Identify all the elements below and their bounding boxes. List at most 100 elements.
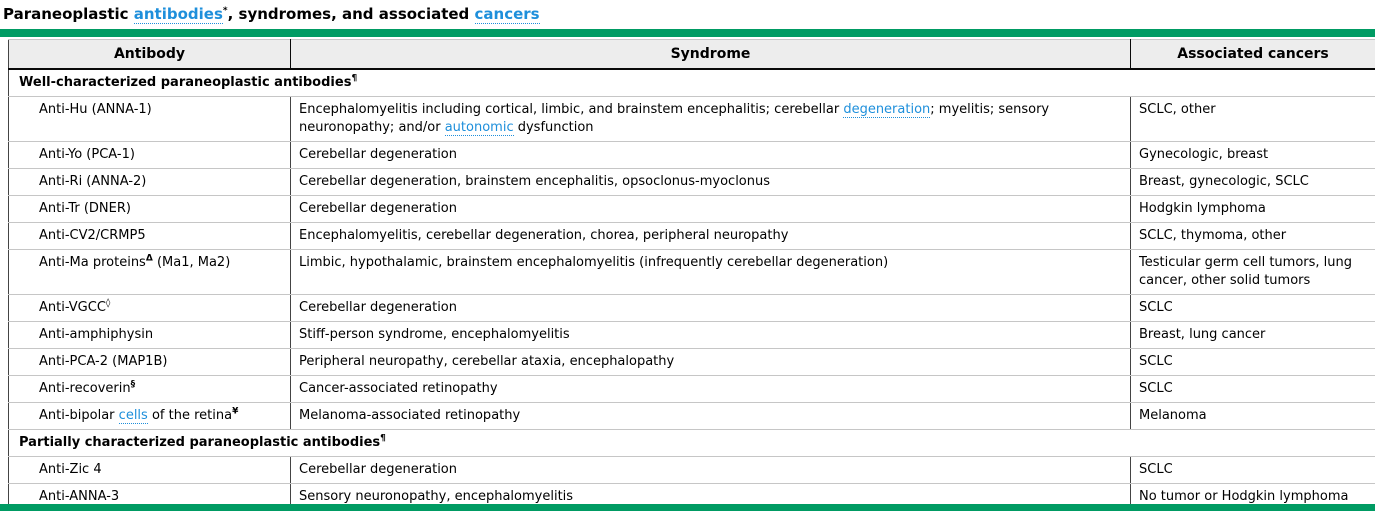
text-segment: Anti-recoverin	[39, 381, 131, 396]
text-segment: Anti-Ri (ANNA-2)	[39, 174, 147, 189]
table-row: Anti-Ma proteinsΔ (Ma1, Ma2) Limbic, hypo…	[8, 249, 1375, 295]
syndrome-cell: Cerebellar degeneration	[290, 294, 1131, 322]
superscript-footnote-marker: ¥	[232, 406, 239, 417]
superscript-footnote-marker: ¶	[380, 433, 386, 444]
column-header-syndrome: Syndrome	[290, 39, 1131, 70]
column-header-associated-cancers: Associated cancers	[1130, 39, 1375, 70]
text-segment: Anti-ANNA-3	[39, 489, 120, 504]
antibody-cell: Anti-Hu (ANNA-1)	[8, 96, 291, 142]
cancers-cell: Testicular germ cell tumors, lung cancer…	[1130, 249, 1375, 295]
text-segment: Anti-Hu (ANNA-1)	[39, 102, 152, 117]
text-segment: Melanoma-associated retinopathy	[299, 408, 521, 423]
text-segment: Cerebellar degeneration	[299, 147, 457, 162]
antibody-cell: Anti-CV2/CRMP5	[8, 222, 291, 250]
bottom-accent-bar	[0, 504, 1375, 511]
text-segment: Melanoma	[1139, 408, 1207, 423]
text-segment: SCLC, thymoma, other	[1139, 228, 1287, 243]
cancers-cell: SCLC	[1130, 294, 1375, 322]
inline-link[interactable]: antibodies	[133, 5, 223, 24]
antibody-cell: Anti-Yo (PCA-1)	[8, 141, 291, 169]
text-segment: SCLC, other	[1139, 102, 1216, 117]
table-row: Anti-bipolar cells of the retina¥Melanom…	[8, 402, 1375, 430]
text-segment: Anti-VGCC	[39, 300, 106, 315]
syndrome-cell: Peripheral neuropathy, cerebellar ataxia…	[290, 348, 1131, 376]
column-header-antibody: Antibody	[8, 39, 291, 70]
table-row: Anti-Yo (PCA-1) Cerebellar degeneration Gy…	[8, 141, 1375, 169]
section-header-cell: Well-characterized paraneoplastic antibo…	[8, 69, 1375, 97]
antibody-cell: Anti-VGCC◊	[8, 294, 291, 322]
section-header-row: Well-characterized paraneoplastic antibo…	[8, 69, 1375, 97]
superscript-footnote-marker: §	[130, 379, 136, 390]
text-segment: No tumor or Hodgkin lymphoma	[1139, 489, 1349, 504]
text-segment: Breast, gynecologic, SCLC	[1139, 174, 1309, 189]
text-segment: Anti-Yo (PCA-1)	[39, 147, 135, 162]
text-segment: SCLC	[1139, 354, 1173, 369]
text-segment: dysfunction	[513, 120, 594, 135]
table-row: Anti-CV2/CRMP5 Encephalomyelitis, cerebel…	[8, 222, 1375, 250]
text-segment: Gynecologic, breast	[1139, 147, 1269, 162]
cancers-cell: SCLC, thymoma, other	[1130, 222, 1375, 250]
syndrome-cell: Melanoma-associated retinopathy	[290, 402, 1131, 430]
cancers-cell: Breast, gynecologic, SCLC	[1130, 168, 1375, 196]
cancers-cell: Hodgkin lymphoma	[1130, 195, 1375, 223]
table-row: Anti-PCA-2 (MAP1B)Peripheral neuropathy,…	[8, 348, 1375, 376]
table-row: Anti-Tr (DNER) Cerebellar degeneration Hod…	[8, 195, 1375, 223]
text-segment: Anti-Tr (DNER)	[39, 201, 131, 216]
text-segment: Cerebellar degeneration	[299, 201, 457, 216]
text-segment: Cancer-associated retinopathy	[299, 381, 498, 396]
top-accent-bar	[0, 29, 1375, 37]
table-body: Well-characterized paraneoplastic antibo…	[8, 69, 1375, 511]
header-row: Antibody Syndrome Associated cancers	[8, 39, 1375, 70]
inline-link[interactable]: autonomic	[444, 120, 514, 136]
table-row: Anti-amphiphysin Stiff-person syndrome, e…	[8, 321, 1375, 349]
inline-link[interactable]: cells	[118, 408, 148, 424]
antibody-cell: Anti-Zic 4	[8, 456, 291, 484]
cancers-cell: Breast, lung cancer	[1130, 321, 1375, 349]
antibody-cell: Anti-Ri (ANNA-2)	[8, 168, 291, 196]
text-segment: SCLC	[1139, 381, 1173, 396]
text-segment: of the retina	[147, 408, 233, 423]
text-segment: Cerebellar degeneration	[299, 300, 457, 315]
text-segment: Encephalomyelitis, cerebellar degenerati…	[299, 228, 789, 243]
text-segment: Partially characterized paraneoplastic a…	[19, 435, 381, 450]
text-segment: Stiff-person syndrome, encephalomyelitis	[299, 327, 570, 342]
table-row: Anti-Ri (ANNA-2) Cerebellar degeneration,…	[8, 168, 1375, 196]
antibody-syndrome-cancer-table: Antibody Syndrome Associated cancers Wel…	[8, 39, 1375, 511]
text-segment: SCLC	[1139, 300, 1173, 315]
cancers-cell: SCLC, other	[1130, 96, 1375, 142]
inline-link[interactable]: degeneration	[843, 102, 931, 118]
superscript-footnote-marker: *	[222, 6, 228, 16]
text-segment: Anti-CV2/CRMP5	[39, 228, 146, 243]
text-segment: Well-characterized paraneoplastic antibo…	[19, 75, 352, 90]
syndrome-cell: Cancer-associated retinopathy	[290, 375, 1131, 403]
table-header: Antibody Syndrome Associated cancers	[8, 39, 1375, 70]
antibody-cell: Anti-Ma proteinsΔ (Ma1, Ma2)	[8, 249, 291, 295]
superscript-footnote-marker: ◊	[105, 298, 111, 309]
text-segment: Testicular germ cell tumors, lung cancer…	[1139, 255, 1352, 288]
antibody-cell: Anti-amphiphysin	[8, 321, 291, 349]
text-segment: Cerebellar degeneration, brainstem encep…	[299, 174, 771, 189]
antibody-cell: Anti-Tr (DNER)	[8, 195, 291, 223]
table-row: Anti-Zic 4 Cerebellar degeneration SCLC	[8, 456, 1375, 484]
text-segment: Encephalomyelitis including cortical, li…	[299, 102, 844, 117]
syndrome-cell: Cerebellar degeneration	[290, 195, 1131, 223]
inline-link[interactable]: cancers	[474, 5, 540, 24]
syndrome-cell: Cerebellar degeneration	[290, 141, 1131, 169]
cancers-cell: SCLC	[1130, 348, 1375, 376]
text-segment: Sensory neuronopathy, encephalomyelitis	[299, 489, 574, 504]
text-segment: Cerebellar degeneration	[299, 462, 457, 477]
text-segment: Limbic, hypothalamic, brainstem encephal…	[299, 255, 889, 270]
text-segment: Hodgkin lymphoma	[1139, 201, 1266, 216]
text-segment: Paraneoplastic	[3, 5, 134, 23]
text-segment: (Ma1, Ma2)	[152, 255, 231, 270]
cancers-cell: Gynecologic, breast	[1130, 141, 1375, 169]
syndrome-cell: Encephalomyelitis, cerebellar degenerati…	[290, 222, 1131, 250]
antibody-cell: Anti-PCA-2 (MAP1B)	[8, 348, 291, 376]
section-header-cell: Partially characterized paraneoplastic a…	[8, 429, 1375, 457]
cancers-cell: SCLC	[1130, 456, 1375, 484]
syndrome-cell: Encephalomyelitis including cortical, li…	[290, 96, 1131, 142]
text-segment: Breast, lung cancer	[1139, 327, 1266, 342]
syndrome-cell: Cerebellar degeneration, brainstem encep…	[290, 168, 1131, 196]
text-segment: Anti-amphiphysin	[39, 327, 154, 342]
